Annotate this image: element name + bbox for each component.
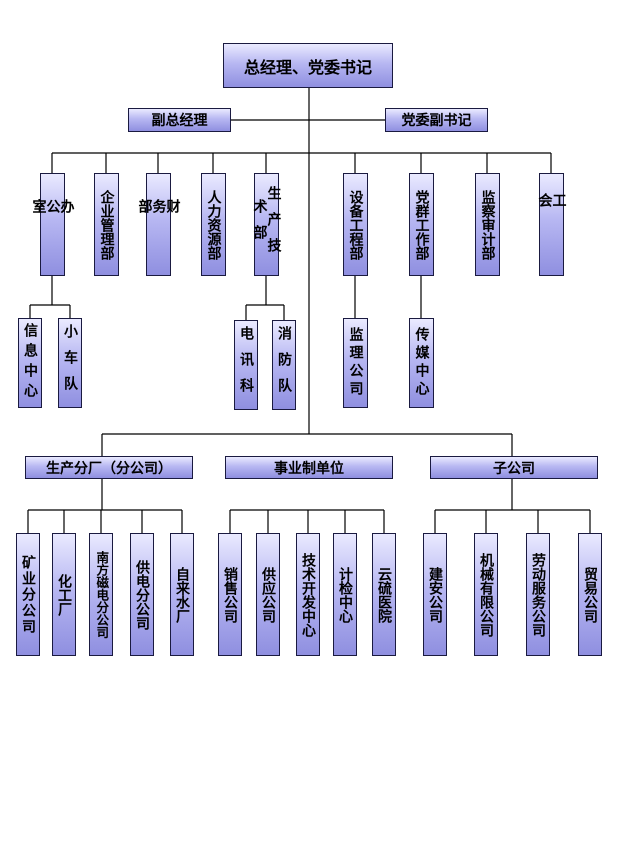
dept-party-work: 党群工作部 (409, 173, 434, 276)
dept-union: 工会 (537, 173, 567, 276)
subsidiary-trading-company: 贸易公司 (578, 533, 602, 656)
root-box: 总经理、党委书记 (223, 43, 393, 88)
deputy-secretary-box: 党委副书记 (385, 108, 488, 132)
dept-office: 办公室 (31, 173, 75, 276)
dept-supervision-audit: 监察审计部 (475, 173, 500, 276)
subsidiary-construction-company: 建安公司 (423, 533, 447, 656)
subsidiary-machinery-company: 机械有限公司 (474, 533, 498, 656)
factory-power-supply-branch: 供电分公司 (130, 533, 154, 656)
factory-waterworks: 自来水厂 (170, 533, 194, 656)
institution-tech-development-center: 技术开发中心 (296, 533, 320, 656)
factory-southern-magnetoelectric: 南方磁电分公司 (89, 533, 113, 656)
prodtech-child-fire-brigade: 消防队 (272, 320, 296, 410)
group-subsidiaries: 子公司 (430, 456, 598, 479)
dept-equipment-engineering: 设备工程部 (343, 173, 368, 276)
prodtech-child-telecom: 电讯科 (234, 320, 258, 410)
partywork-child-media-center: 传媒中心 (409, 318, 434, 408)
dept-human-resources: 人力资源部 (201, 173, 226, 276)
institution-yunliu-hospital: 云硫医院 (372, 533, 396, 656)
dept-production-tech: 生产技术部 (252, 173, 282, 276)
institution-sales-company: 销售公司 (218, 533, 242, 656)
institution-metrology-center: 计检中心 (333, 533, 357, 656)
group-institutions: 事业制单位 (225, 456, 393, 479)
equipment-child-supervision-company: 监理公司 (343, 318, 368, 408)
office-child-motor-pool: 小车队 (58, 318, 82, 408)
factory-chemical-plant: 化工厂 (52, 533, 76, 656)
institution-supply-company: 供应公司 (256, 533, 280, 656)
office-child-info-center: 信息中心 (18, 318, 42, 408)
factory-mining-branch: 矿业分公司 (16, 533, 40, 656)
subsidiary-labor-services-company: 劳动服务公司 (526, 533, 550, 656)
deputy-gm-box: 副总经理 (128, 108, 231, 132)
group-production-factories: 生产分厂（分公司） (25, 456, 193, 479)
dept-finance: 财务部 (137, 173, 181, 276)
dept-enterprise-management: 企业管理部 (94, 173, 119, 276)
